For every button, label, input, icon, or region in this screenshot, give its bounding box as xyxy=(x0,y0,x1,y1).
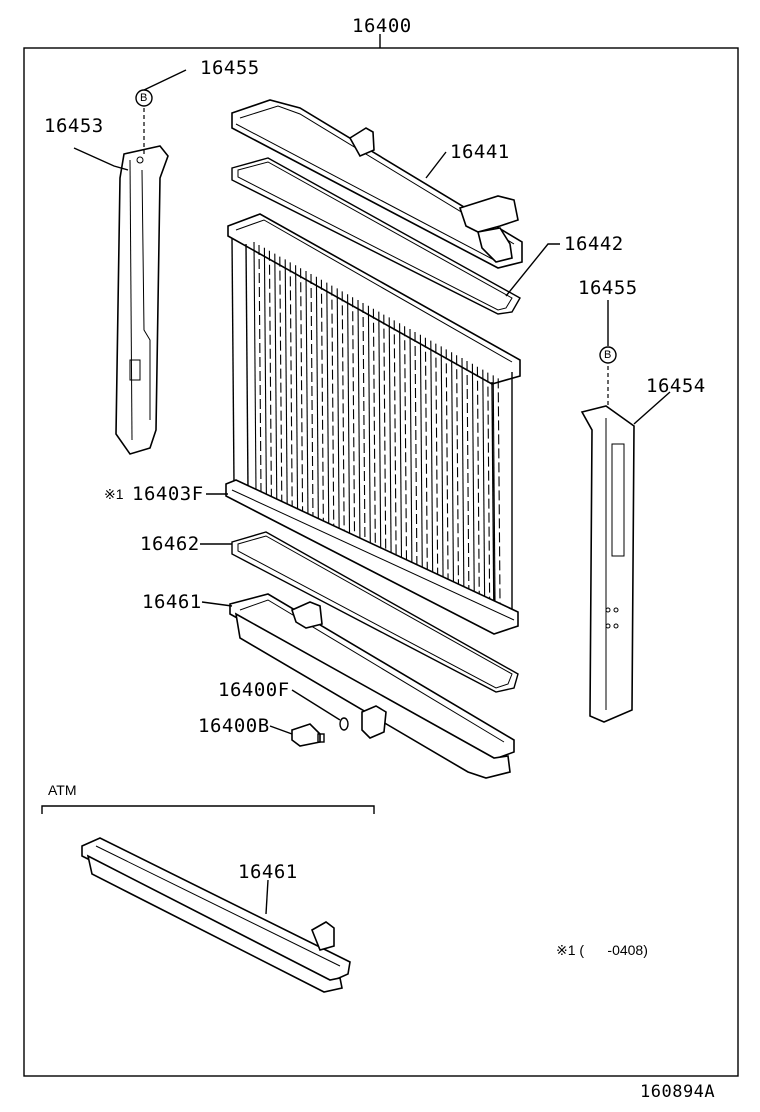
core-tube xyxy=(409,328,413,580)
label-bolt-right: 16455 xyxy=(578,277,638,299)
core-tube xyxy=(419,334,423,585)
leader-16441 xyxy=(425,151,447,179)
bolt-right-letter: B xyxy=(604,349,612,361)
label-drain-cock: 16400B xyxy=(198,715,270,737)
label-support-right: 16454 xyxy=(646,375,706,397)
leader-16454 xyxy=(633,391,671,425)
label-upper-tank: 16441 xyxy=(450,141,510,163)
right-support-drawing xyxy=(580,405,635,723)
core-tube xyxy=(274,253,278,504)
leader-16400B xyxy=(269,725,293,735)
figure-code: 160894A xyxy=(640,1082,716,1102)
core-fin xyxy=(279,256,283,504)
core-fin xyxy=(372,308,376,556)
left-support-drawing xyxy=(115,145,169,455)
core-fin xyxy=(476,366,480,614)
label-lower-tank: 16461 xyxy=(142,591,202,613)
core-tube xyxy=(315,276,319,527)
core-tube xyxy=(430,340,434,591)
label-drain-oring: 16400F xyxy=(218,679,290,701)
core-tube xyxy=(263,247,267,498)
core-tube xyxy=(461,357,465,609)
upper-tank-drawing xyxy=(231,99,523,269)
core-drawing xyxy=(225,213,521,635)
leader-16400F xyxy=(291,689,341,721)
core-tube xyxy=(440,346,444,597)
core-tube xyxy=(492,375,496,626)
core-fin xyxy=(456,355,460,603)
label-bolt-left: 16455 xyxy=(200,57,260,79)
label-upper-gasket: 16442 xyxy=(564,233,624,255)
bolt-left-letter: B xyxy=(140,92,148,104)
core-fin xyxy=(424,337,428,585)
core-tube xyxy=(336,288,340,539)
core-tube xyxy=(367,305,371,556)
core-fin xyxy=(393,320,397,568)
assembly-frame xyxy=(23,47,739,1077)
core-tube xyxy=(471,363,475,614)
label-atm: ATM xyxy=(48,782,77,798)
atm-tank-drawing xyxy=(41,805,375,993)
core-tube xyxy=(295,265,299,516)
leader-16453 xyxy=(73,147,129,171)
label-lower-gasket: 16462 xyxy=(140,533,200,555)
lower-gasket-drawing xyxy=(231,531,519,693)
leader-16455-left xyxy=(143,69,187,91)
core-fin xyxy=(268,250,272,498)
core-fin xyxy=(310,273,314,522)
core-fin xyxy=(341,291,345,539)
label-core-mark: ※1 xyxy=(104,486,124,502)
core-fin xyxy=(383,314,387,562)
core-fin xyxy=(331,285,335,533)
label-core: 16403F xyxy=(132,483,204,505)
core-tube xyxy=(253,241,257,493)
core-fin xyxy=(320,279,324,527)
core-fin xyxy=(466,360,470,609)
core-tube xyxy=(284,259,288,510)
core-fin xyxy=(414,331,418,580)
core-fin xyxy=(352,297,356,545)
core-fin xyxy=(289,262,293,510)
core-tube xyxy=(399,323,403,574)
core-fin xyxy=(435,343,439,591)
label-assembly: 16400 xyxy=(352,15,412,37)
footnote: ※1 ( -0408) xyxy=(556,942,648,958)
bolt-right-symbol xyxy=(599,346,617,364)
label-atm-tank: 16461 xyxy=(238,861,298,883)
core-fin xyxy=(300,268,304,516)
core-tube xyxy=(451,352,455,603)
drain-parts-drawing xyxy=(291,705,387,747)
core-tube xyxy=(326,282,330,533)
core-fin xyxy=(487,372,491,620)
lower-tank-drawing xyxy=(229,593,515,779)
upper-gasket-drawing xyxy=(231,157,521,315)
label-support-left: 16453 xyxy=(44,115,104,137)
core-fin xyxy=(258,244,262,493)
leader-16461 xyxy=(201,601,233,607)
core-tube xyxy=(305,270,309,522)
core-tube xyxy=(347,294,351,545)
core-fin xyxy=(497,378,501,626)
core-tube xyxy=(482,369,486,620)
leader-16442 xyxy=(505,243,560,297)
core-tube xyxy=(378,311,382,562)
core-fin xyxy=(404,326,408,574)
leader-16461-atm xyxy=(265,879,269,915)
core-tube xyxy=(388,317,392,568)
core-fin xyxy=(362,302,366,551)
core-tube xyxy=(357,299,361,551)
core-fin xyxy=(445,349,449,597)
